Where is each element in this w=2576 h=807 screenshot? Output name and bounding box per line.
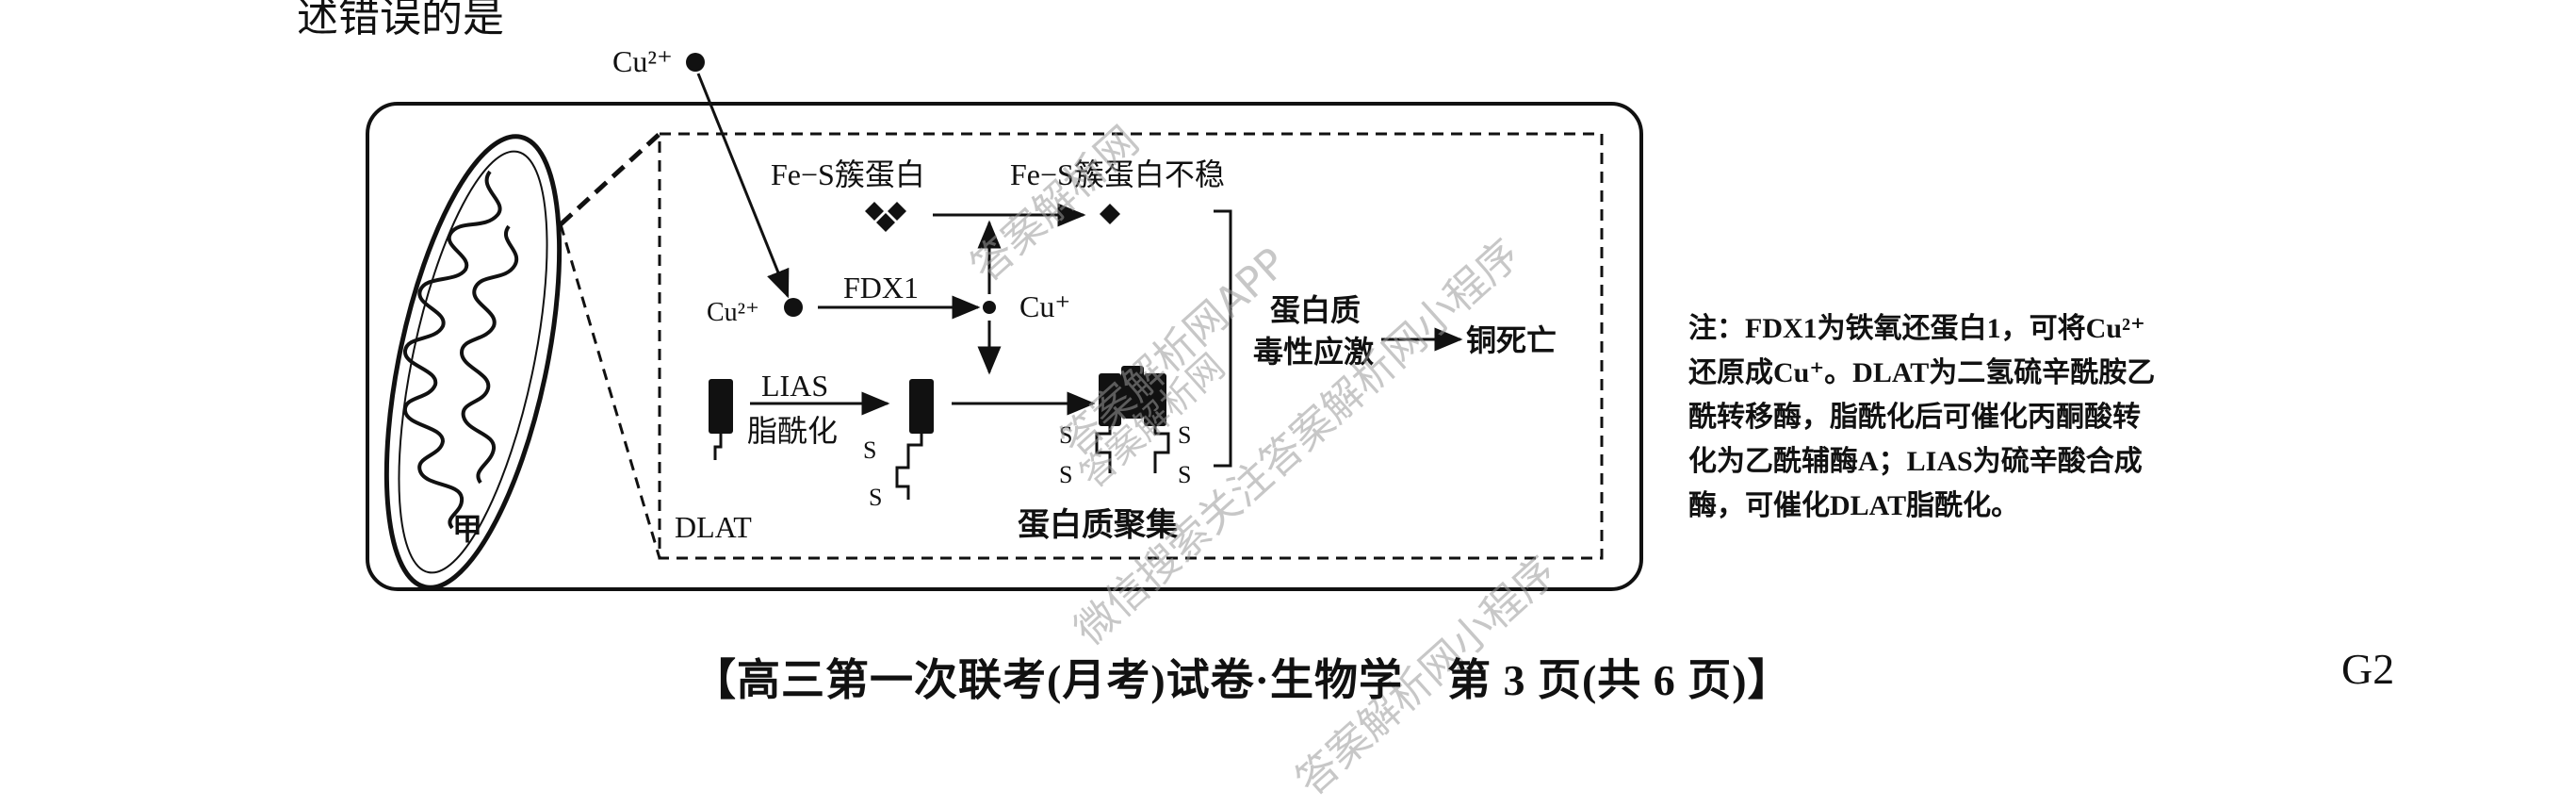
svg-text:S: S bbox=[869, 484, 882, 511]
fdx1-label: FDX1 bbox=[843, 271, 919, 305]
lipoylated-dlat: S S bbox=[863, 379, 934, 511]
cuproptosis-diagram: 甲 Cu²⁺ Cu²⁺ FDX1 Cu⁺ Fe−S簇蛋白 Fe−S簇蛋白不稳 bbox=[366, 44, 1643, 591]
zoom-line-bottom bbox=[559, 223, 661, 559]
fes-cluster-label: Fe−S簇蛋白 bbox=[771, 157, 925, 191]
cell-frame bbox=[366, 102, 1643, 591]
cu1-dot bbox=[983, 301, 996, 314]
cu2-inner-label: Cu²⁺ bbox=[707, 298, 759, 327]
cu1-label: Cu⁺ bbox=[1019, 289, 1070, 323]
note-line: 注：FDX1为铁氧还蛋白1，可将Cu²⁺ bbox=[1688, 313, 2145, 344]
toxic-stress-line2: 毒性应激 bbox=[1253, 335, 1374, 369]
zoom-line-top bbox=[559, 132, 661, 226]
mitochondrion bbox=[383, 134, 562, 590]
aggregated-proteins: S S S S bbox=[1059, 366, 1191, 488]
outcome-bracket bbox=[1214, 209, 1232, 468]
cu2-top-dot bbox=[686, 53, 705, 72]
mito-label: 甲 bbox=[452, 512, 482, 546]
cu2-top-label: Cu²⁺ bbox=[612, 44, 673, 78]
svg-text:S: S bbox=[1059, 421, 1072, 449]
svg-text:S: S bbox=[863, 436, 876, 464]
zoom-box bbox=[658, 132, 1604, 560]
fes-cluster-icon bbox=[865, 202, 906, 232]
cu-entry-arrow bbox=[696, 73, 790, 299]
aggregation-label: 蛋白质聚集 bbox=[1018, 507, 1178, 543]
question-fragment: 述错误的是 bbox=[297, 0, 504, 41]
lias-label: LIAS bbox=[761, 369, 828, 403]
note-line: 还原成Cu⁺。DLAT为二氢硫辛酰胺乙 bbox=[1688, 357, 2156, 388]
page: 述错误的是 甲 Cu²⁺ Cu²⁺ FDX1 bbox=[297, 0, 2395, 805]
cuproptosis-label: 铜死亡 bbox=[1466, 323, 1557, 357]
svg-text:S: S bbox=[1178, 421, 1191, 449]
fes-unstable-icon bbox=[1100, 204, 1120, 224]
svg-text:S: S bbox=[1178, 461, 1191, 488]
page-footer: 【高三第一次联考(月考)试卷·生物学 第 3 页(共 6 页)】 bbox=[693, 656, 1792, 704]
page-code: G2 bbox=[2341, 645, 2395, 693]
dlat-protein bbox=[709, 379, 733, 460]
lipoylation-label: 脂酰化 bbox=[747, 414, 838, 448]
dlat-label: DLAT bbox=[675, 510, 752, 544]
fes-unstable-label: Fe−S簇蛋白不稳 bbox=[1010, 157, 1225, 191]
diagram-note: 注：FDX1为铁氧还蛋白1，可将Cu²⁺ 还原成Cu⁺。DLAT为二氢硫辛酰胺乙… bbox=[1688, 306, 2329, 528]
note-line: 酶，可催化DLAT脂酰化。 bbox=[1688, 490, 2020, 521]
note-line: 化为乙酰辅酶A；LIAS为硫辛酸合成 bbox=[1688, 446, 2143, 477]
svg-text:S: S bbox=[1059, 461, 1072, 488]
cu2-inner-dot bbox=[784, 298, 803, 317]
note-line: 酰转移酶，脂酰化后可催化丙酮酸转 bbox=[1688, 402, 2141, 433]
toxic-stress-line1: 蛋白质 bbox=[1270, 293, 1361, 327]
